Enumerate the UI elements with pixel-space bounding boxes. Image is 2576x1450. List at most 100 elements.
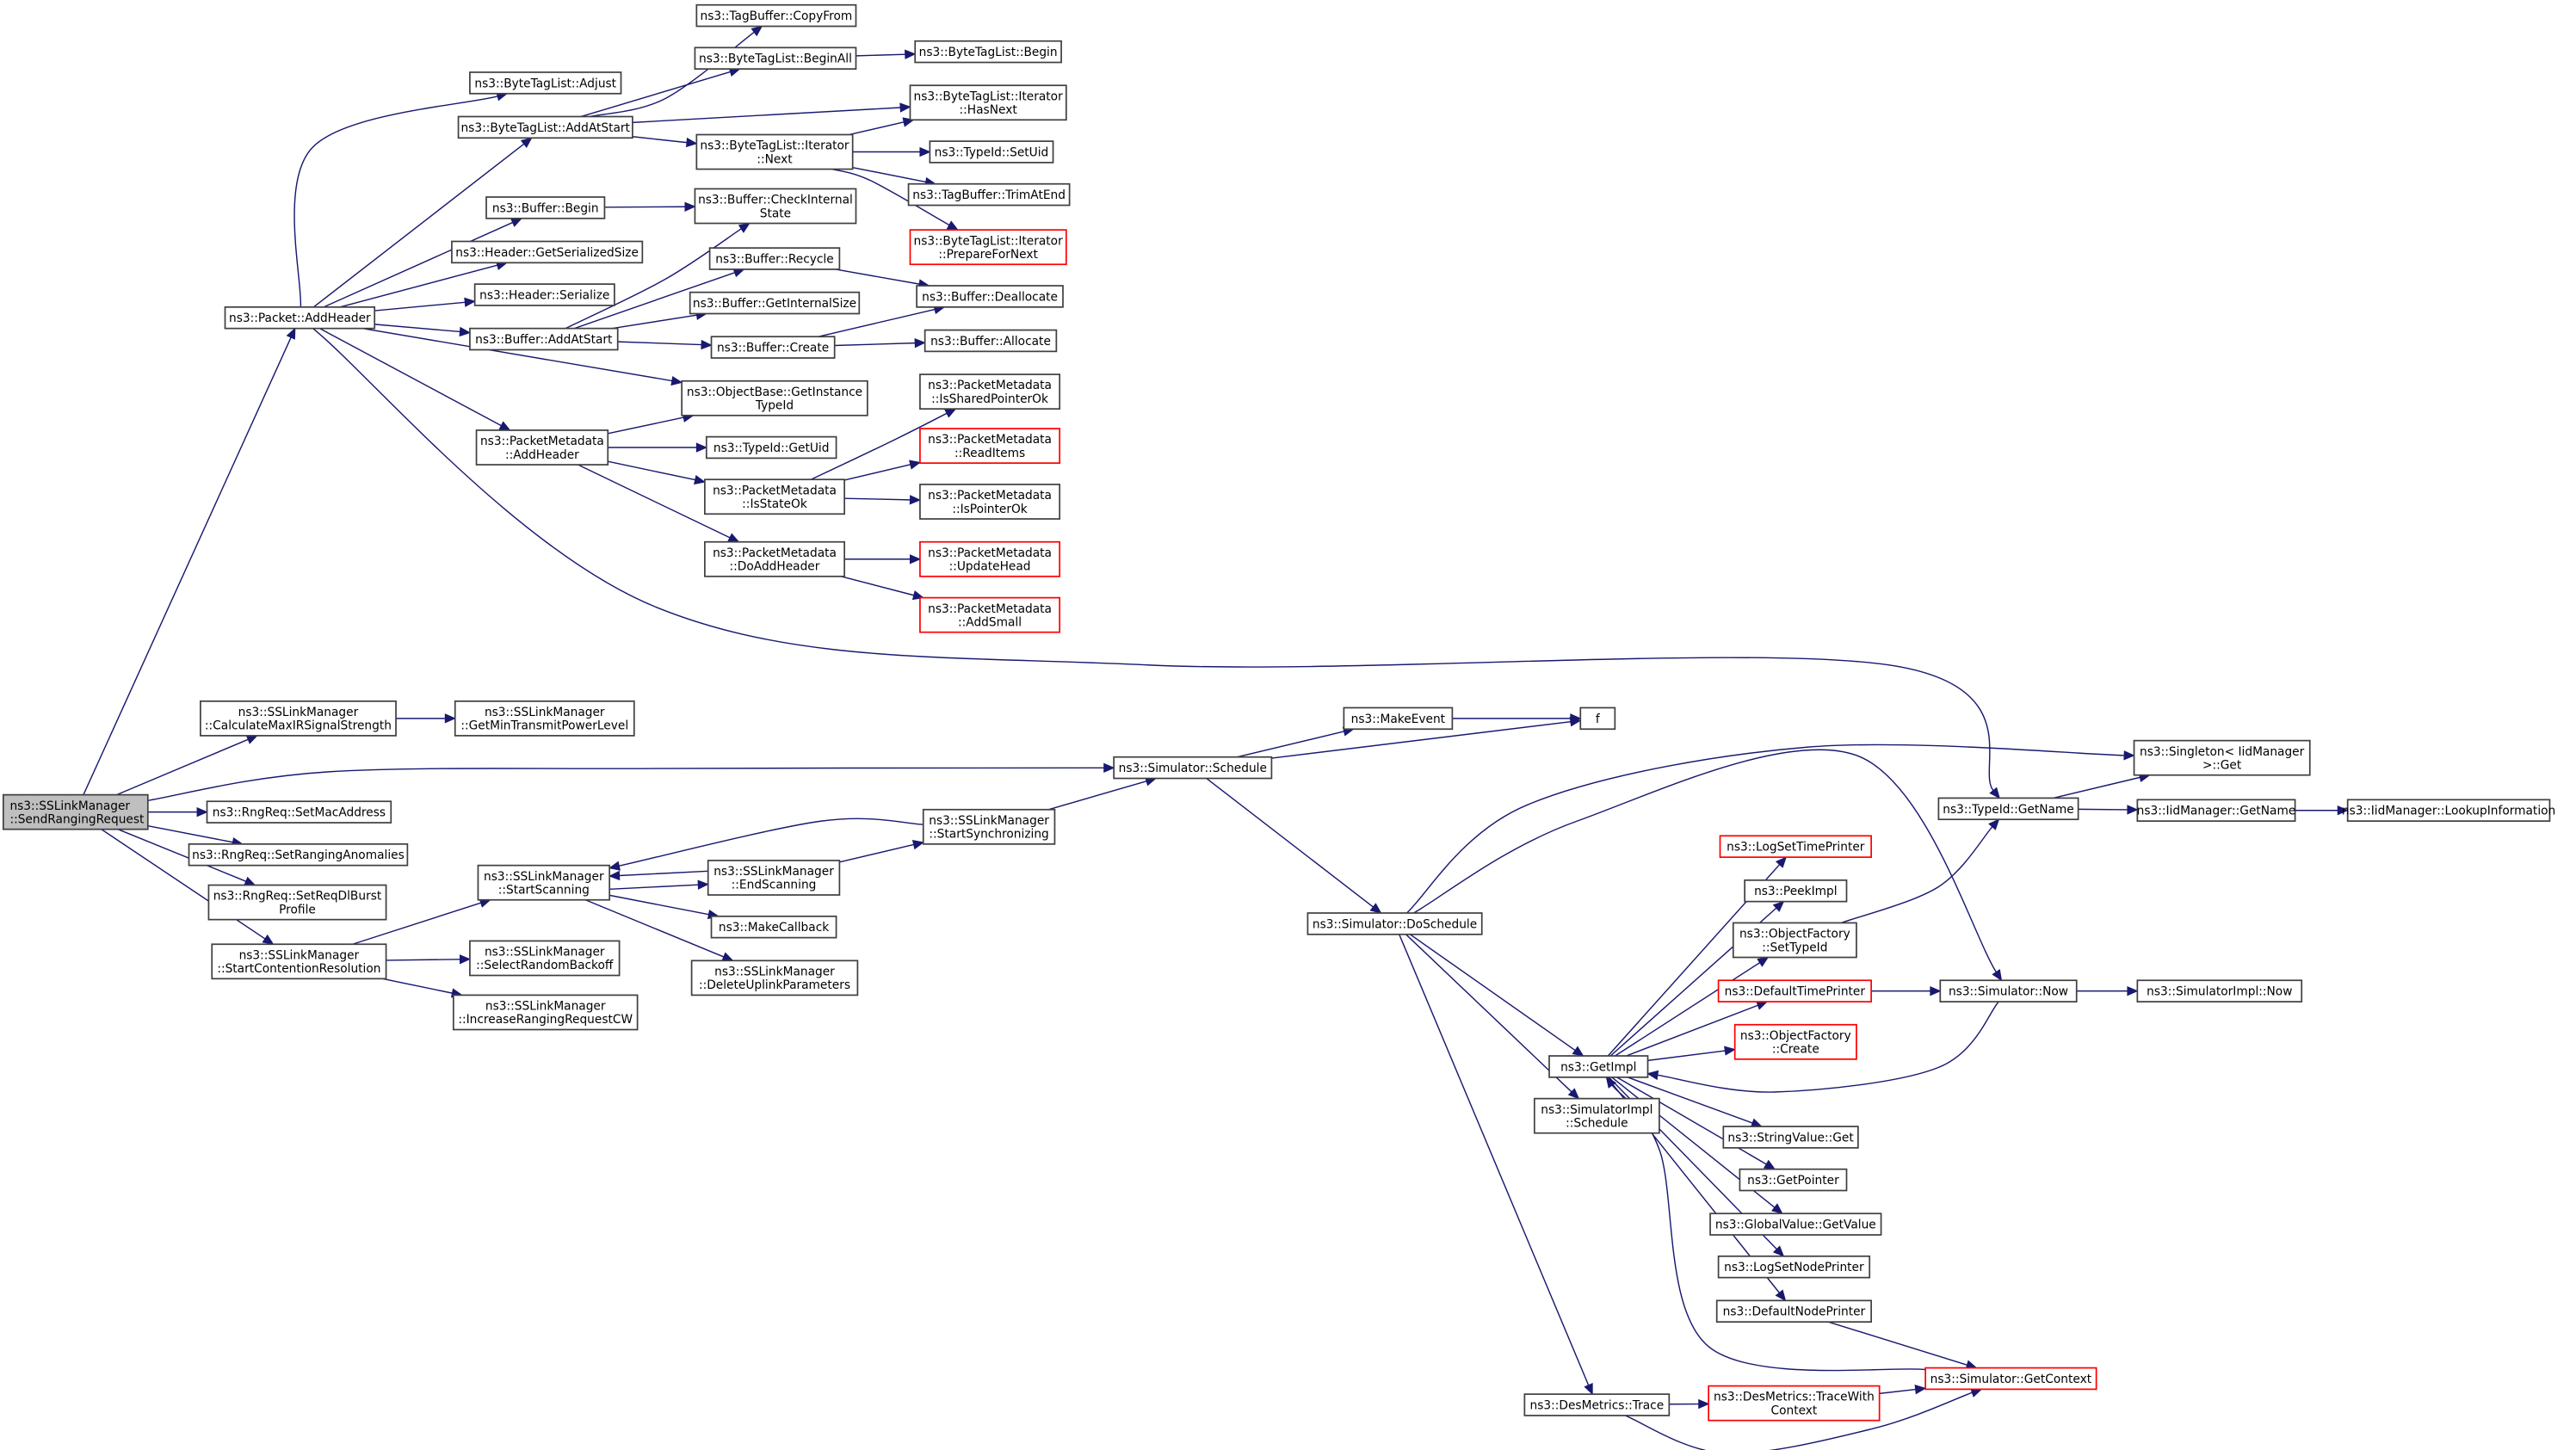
node-hdr-serialize[interactable]: ns3::Header::Serialize [473,283,615,306]
node-typeid-setuid[interactable]: ns3::TypeId::SetUid [929,140,1054,164]
node-iid-getname[interactable]: ns3::IidManager::GetName [2136,799,2296,822]
arrowhead-icon [909,460,922,470]
node-typeid-getuid[interactable]: ns3::TypeId::GetUid [705,435,837,460]
edge-pkt-addheader-to-ob-getinstancetypeid [362,327,683,386]
edge-buf-addatstart-to-buf-create [617,339,713,350]
node-buf-begin[interactable]: ns3::Buffer::Begin [485,196,606,219]
node-getimpl[interactable]: ns3::GetImpl [1548,1055,1649,1078]
edge-sslm-endscanning-to-sslm-startscanning [608,870,708,881]
node-sim-now[interactable]: ns3::Simulator::Now [1939,979,2078,1003]
node-buf-recycle[interactable]: ns3::Buffer::Recycle [708,247,841,270]
node-logsetnodeprinter[interactable]: ns3::LogSetNodePrinter [1717,1255,1871,1279]
node-of-settypeid[interactable]: ns3::ObjectFactory::SetTypeId [1732,922,1857,959]
node-sslm-getmintx[interactable]: ns3::SSLinkManager::GetMinTransmitPowerL… [454,700,635,737]
edge-line [849,121,905,136]
edge-sslm-startsync-to-sim-schedule [1047,776,1158,811]
node-sslm-deleteuplink[interactable]: ns3::SSLinkManager::DeleteUplinkParamete… [690,959,859,996]
node-iid-lookup[interactable]: ns3::IidManager::LookupInformation [2342,799,2555,822]
node-rr-setranging[interactable]: ns3::RngReq::SetRangingAnomalies [188,842,409,867]
node-btli-hasnext[interactable]: ns3::ByteTagList::Iterator::HasNext [909,84,1067,121]
node-sslm-startscanning[interactable]: ns3::SSLinkManager::StartScanning [477,864,611,901]
node-sim-getcontext[interactable]: ns3::Simulator::GetContext [1924,1367,2097,1391]
node-typeid-getname[interactable]: ns3::TypeId::GetName [1937,797,2079,821]
node-btl-begin[interactable]: ns3::ByteTagList::Begin [914,40,1062,64]
arrowhead-icon [697,879,709,890]
node-btl-addatstart[interactable]: ns3::ByteTagList::AddAtStart [457,115,633,139]
node-label: ::SendRangingRequest [9,812,145,826]
edge-line [339,264,497,308]
node-sslm-increasecw[interactable]: ns3::SSLinkManager::IncreaseRangingReque… [452,994,639,1031]
node-peekimpl[interactable]: ns3::PeekImpl [1744,879,1848,903]
node-label: ns3::DesMetrics::Trace [1530,1398,1665,1412]
node-label: ns3::SSLinkManager [9,799,130,813]
node-logsettimeprinter[interactable]: ns3::LogSetTimePrinter [1719,835,1872,858]
node-hdr-getserializedsize[interactable]: ns3::Header::GetSerializedSize [451,240,644,264]
node-sslm-startsync[interactable]: ns3::SSLinkManager::StartSynchronizing [922,808,1056,845]
node-tb-trimatend[interactable]: ns3::TagBuffer::TrimAtEnd [907,182,1071,207]
node-box [485,196,606,219]
node-sslm-startcontention[interactable]: ns3::SSLinkManager::StartContentionResol… [211,943,387,980]
node-pm-addheader[interactable]: ns3::PacketMetadata::AddHeader [475,429,609,466]
node-singleton-get[interactable]: ns3::Singleton< IidManager>::Get [2133,739,2311,776]
node-label: ns3::PacketMetadata [713,484,837,497]
node-getpointer[interactable]: ns3::GetPointer [1739,1168,1848,1192]
node-label: ns3::SSLinkManager [714,966,835,979]
node-pm-doaddheader[interactable]: ns3::PacketMetadata::DoAddHeader [704,540,845,577]
node-simimpl-now[interactable]: ns3::SimulatorImpl::Now [2136,979,2303,1003]
node-box [2,793,149,830]
node-label: ns3::ObjectFactory [1740,1029,1851,1043]
node-sim-schedule[interactable]: ns3::Simulator::Schedule [1113,756,1273,780]
node-sslm-endscanning[interactable]: ns3::SSLinkManager::EndScanning [707,860,841,896]
node-rr-setmac[interactable]: ns3::RngReq::SetMacAddress [206,800,392,824]
node-label: ::StartScanning [498,883,590,897]
node-buf-addatstart[interactable]: ns3::Buffer::AddAtStart [469,327,619,351]
node-box [1548,1055,1649,1078]
node-label: ::EndScanning [732,879,817,892]
node-root[interactable]: ns3::SSLinkManager::SendRangingRequest [2,793,149,830]
node-pm-updatehead[interactable]: ns3::PacketMetadata::UpdateHead [919,540,1061,577]
node-btli-next[interactable]: ns3::ByteTagList::Iterator::Next [695,133,854,170]
node-sslm-calcmaxir[interactable]: ns3::SSLinkManager::CalculateMaxIRSignal… [200,700,397,737]
node-label: State [760,207,791,220]
node-btli-preparefornext[interactable]: ns3::ByteTagList::Iterator::PrepareForNe… [909,229,1067,266]
node-pm-ispointerok[interactable]: ns3::PacketMetadata::IsPointerOk [919,484,1061,520]
edge-line [574,272,735,330]
edge-line [117,829,247,882]
node-buf-deallocate[interactable]: ns3::Buffer::Deallocate [916,285,1064,308]
edge-line [839,843,914,863]
node-pm-isstateok[interactable]: ns3::PacketMetadata::IsStateOk [704,478,845,515]
node-box [1739,1168,1848,1192]
node-globalvalue-getvalue[interactable]: ns3::GlobalValue::GetValue [1709,1212,1882,1236]
node-desmetrics-trace[interactable]: ns3::DesMetrics::Trace [1523,1393,1671,1416]
node-defaultnodeprinter[interactable]: ns3::DefaultNodePrinter [1715,1299,1872,1324]
node-f[interactable]: f [1579,706,1616,731]
node-pkt-addheader[interactable]: ns3::Packet::AddHeader [224,305,376,330]
node-buf-create[interactable]: ns3::Buffer::Create [710,336,836,359]
node-of-create[interactable]: ns3::ObjectFactory::Create [1733,1023,1857,1060]
node-pm-issharedpointerok[interactable]: ns3::PacketMetadata::IsSharedPointerOk [919,373,1061,410]
node-btl-beginall[interactable]: ns3::ByteTagList::BeginAll [694,46,857,71]
node-pm-readitems[interactable]: ns3::PacketMetadata::ReadItems [919,428,1061,464]
node-defaulttimeprinter[interactable]: ns3::DefaultTimePrinter [1717,979,1872,1003]
node-sim-doschedule[interactable]: ns3::Simulator::DoSchedule [1307,912,1483,935]
node-makecallback[interactable]: ns3::MakeCallback [710,915,837,939]
edge-line [293,96,498,307]
node-sslm-selectbackoff[interactable]: ns3::SSLinkManager::SelectRandomBackoff [469,940,621,977]
node-pm-addsmall[interactable]: ns3::PacketMetadata::AddSmall [919,596,1061,633]
edge-line [323,221,513,308]
node-label: ns3::Buffer::Deallocate [922,290,1058,304]
node-buf-allocate[interactable]: ns3::Buffer::Allocate [924,329,1058,353]
node-btl-adjust[interactable]: ns3::ByteTagList::Adjust [469,71,622,95]
node-makeevent[interactable]: ns3::MakeEvent [1343,706,1454,731]
node-buf-getinternalsize[interactable]: ns3::Buffer::GetInternalSize [689,291,861,315]
edge-line [1624,1391,1973,1450]
node-box [451,240,644,264]
node-simimpl-schedule[interactable]: ns3::SimulatorImpl::Schedule [1533,1097,1660,1134]
node-tb-copyfrom[interactable]: ns3::TagBuffer::CopyFrom [695,3,857,28]
node-box [681,379,868,416]
node-stringvalue-get[interactable]: ns3::StringValue::Get [1722,1126,1859,1149]
